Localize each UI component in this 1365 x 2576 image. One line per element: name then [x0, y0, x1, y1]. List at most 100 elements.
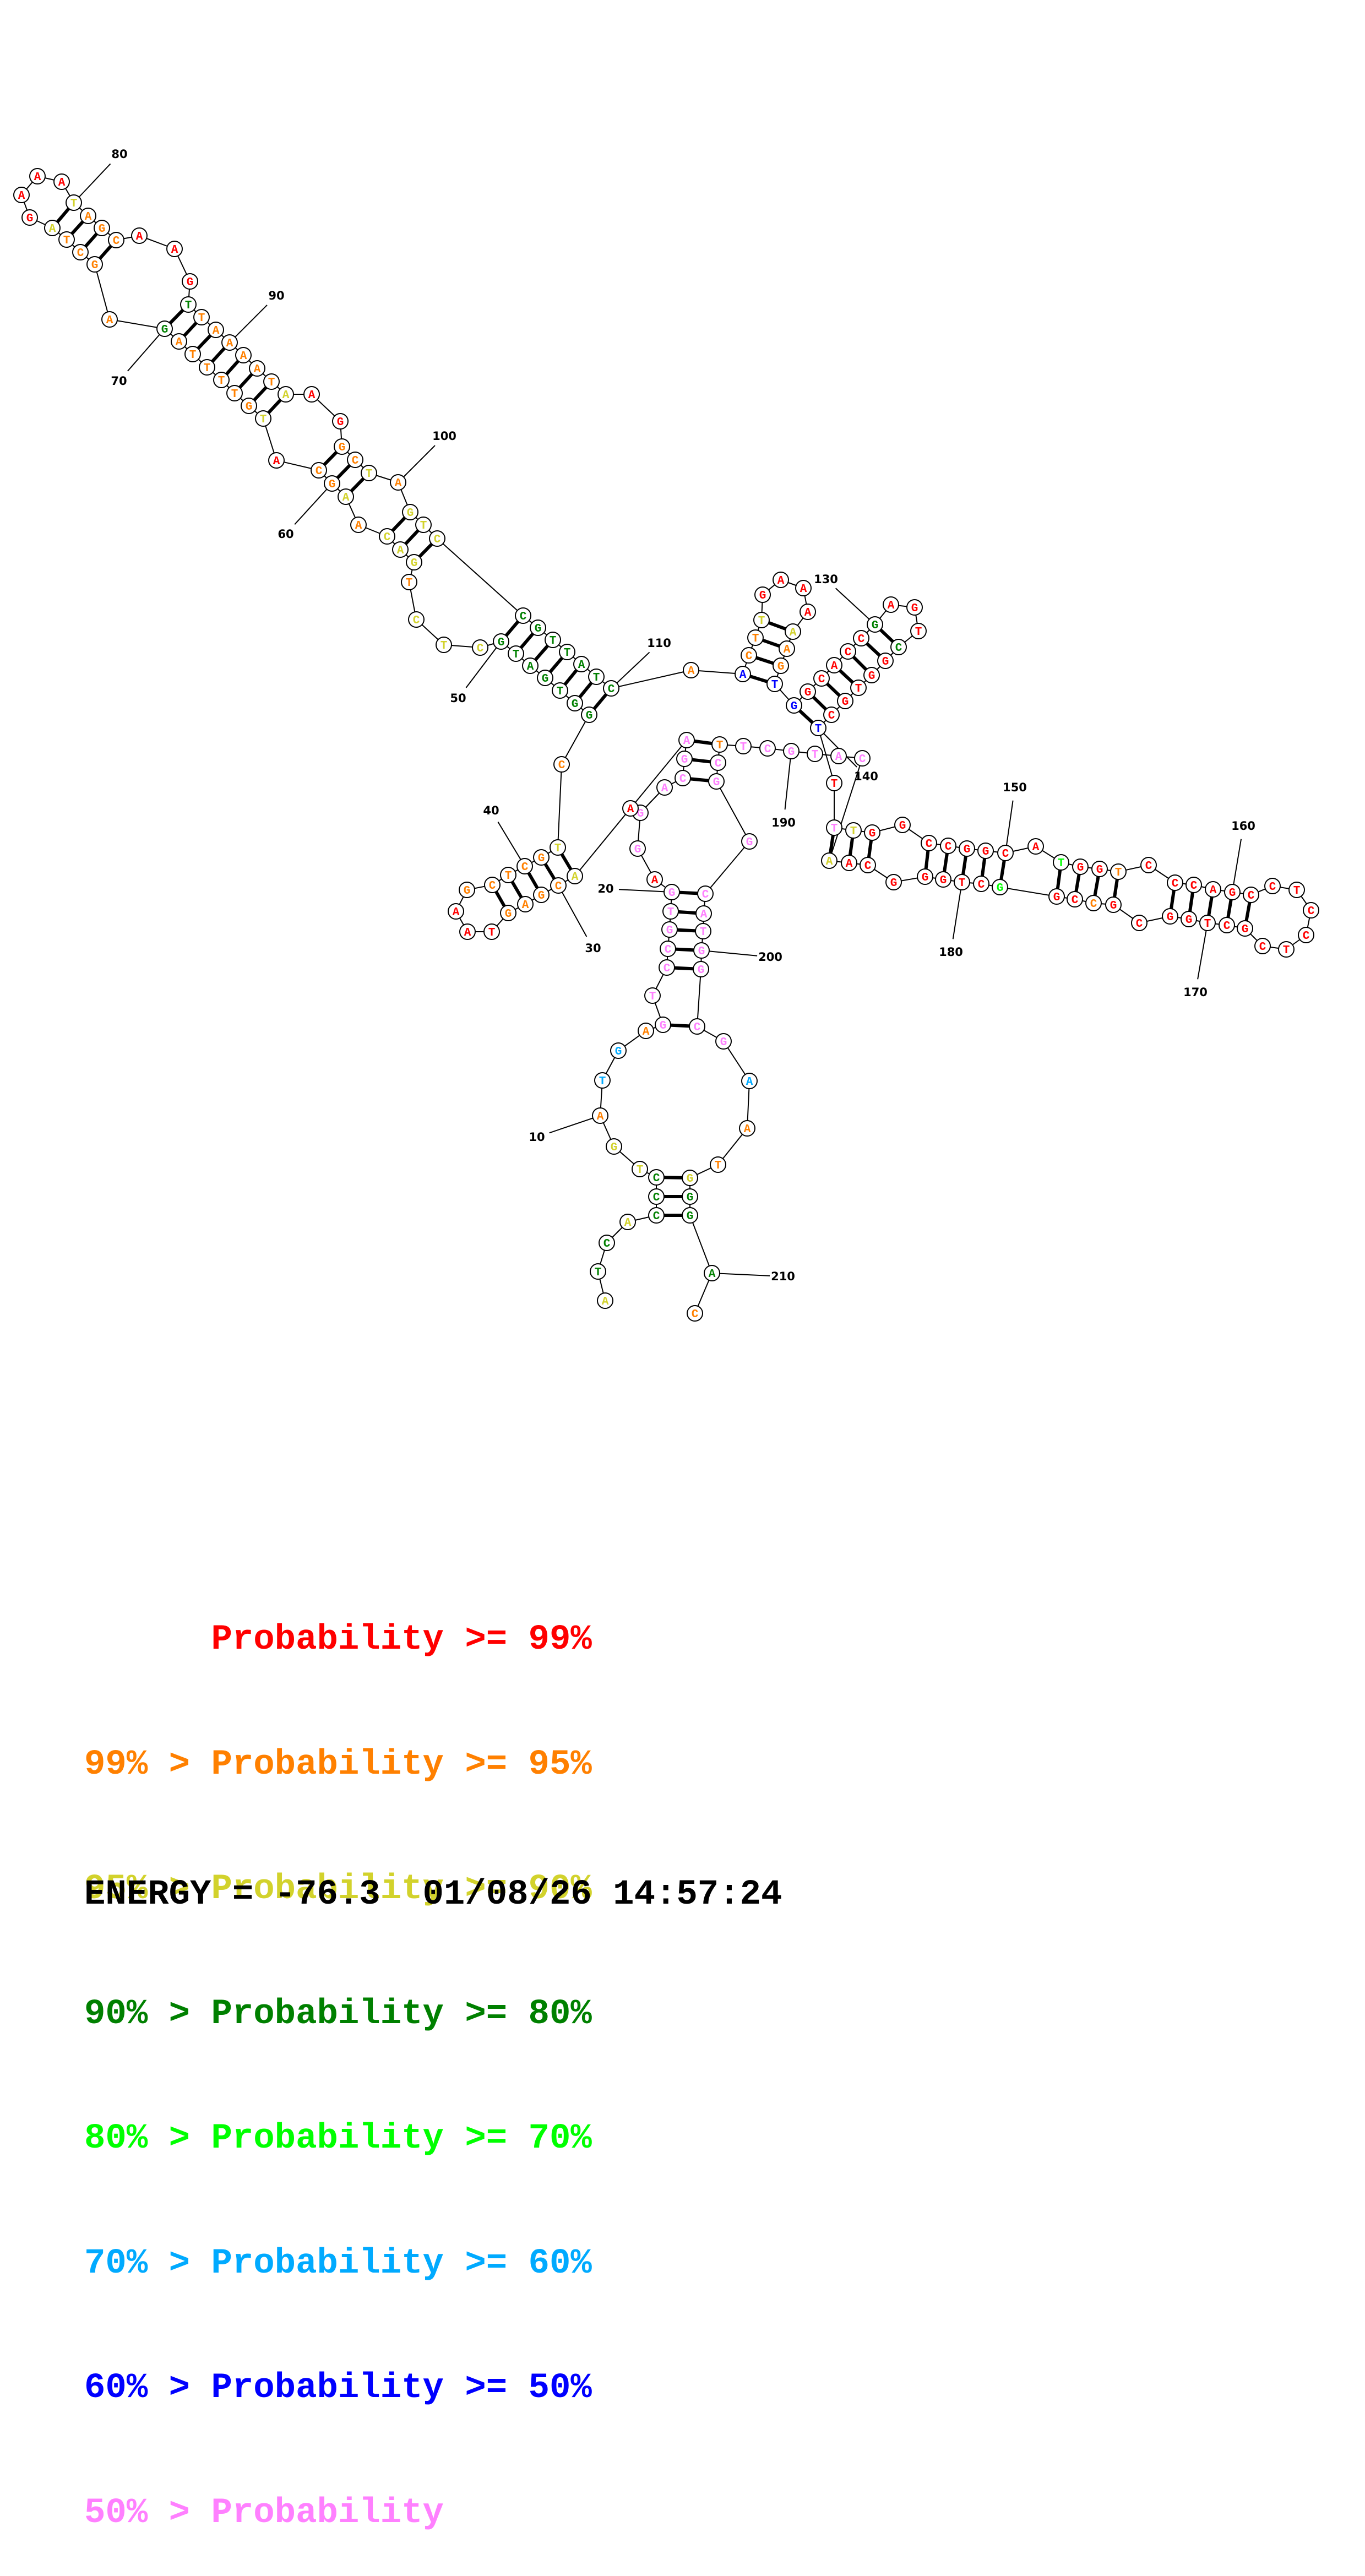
nucleotide-circle — [675, 770, 691, 786]
nucleotide-letter: A — [308, 389, 316, 402]
nucleotide-89: A — [208, 322, 224, 338]
nucleotide-letter: G — [687, 1210, 694, 1223]
nucleotide-circle — [708, 773, 725, 790]
nucleotide-letter: A — [888, 600, 895, 612]
nucleotide-circle — [807, 746, 823, 762]
nucleotide-circle — [180, 296, 197, 313]
position-label: 50 — [450, 692, 466, 705]
nucleotide-118: A — [795, 580, 812, 596]
nucleotide-circle — [800, 683, 816, 700]
nucleotide-letter: T — [850, 825, 857, 838]
nucleotide-letter: G — [99, 223, 106, 236]
nucleotide-53: C — [408, 611, 425, 628]
nucleotide-circle — [785, 623, 801, 640]
nucleotide-208: G — [682, 1188, 698, 1205]
nucleotide-letter: C — [1308, 905, 1315, 918]
nucleotide-circle — [863, 667, 880, 683]
nucleotide-letter: A — [627, 803, 634, 816]
nucleotide-circle — [603, 680, 619, 697]
nucleotide-letter: G — [720, 1036, 727, 1049]
nucleotide-55: G — [406, 554, 422, 570]
nucleotide-circle — [533, 849, 550, 866]
nucleotide-30: C — [550, 877, 567, 894]
nucleotide-letter: G — [777, 661, 785, 673]
nucleotide-91: A — [235, 347, 252, 363]
nucleotide-letter: G — [698, 945, 705, 958]
nucleotide-letter: T — [260, 414, 267, 426]
nucleotide-letter: G — [698, 964, 705, 977]
position-label: 140 — [854, 770, 878, 783]
nucleotide-187: C — [854, 750, 871, 767]
nucleotide-circle — [550, 877, 567, 894]
nucleotide-154: G — [1091, 861, 1108, 877]
nucleotide-circle — [619, 1214, 636, 1230]
nucleotide-letter: G — [759, 590, 766, 602]
nucleotide-letter: G — [713, 776, 720, 789]
nucleotide-letter: C — [864, 860, 872, 873]
nucleotide-106: T — [545, 632, 561, 648]
nucleotide-206: T — [710, 1156, 726, 1173]
nucleotide-letter: T — [268, 377, 275, 389]
nucleotide-2: T — [590, 1263, 606, 1280]
nucleotide-circle — [786, 697, 802, 714]
nucleotide-letter: T — [564, 647, 571, 660]
nucleotide-letter: T — [1293, 885, 1301, 898]
backbone-link — [829, 758, 863, 861]
nucleotide-196: G — [741, 833, 758, 850]
nucleotide-circle — [522, 657, 539, 674]
nucleotide-letter: A — [49, 223, 56, 236]
nucleotide-letter: A — [85, 211, 92, 224]
nucleotide-122: G — [773, 657, 789, 674]
nucleotide-63: T — [255, 410, 271, 427]
nucleotide-letter: A — [777, 575, 785, 588]
nucleotide-letter: C — [608, 683, 615, 696]
nucleotide-158: C — [1185, 877, 1202, 893]
nucleotide-207: G — [682, 1170, 698, 1186]
nucleotide-83: C — [108, 232, 124, 248]
nucleotide-letter: A — [709, 1268, 716, 1281]
nucleotide-letter: T — [1058, 857, 1065, 870]
nucleotide-162: C — [1264, 878, 1281, 894]
position-label-line — [558, 885, 588, 937]
nucleotide-letter: T — [550, 635, 557, 648]
nucleotide-letter: G — [788, 746, 795, 759]
nucleotide-letter: C — [1002, 848, 1009, 861]
nucleotide-86: G — [182, 273, 198, 290]
nucleotide-letter: A — [273, 455, 280, 468]
nucleotide-letter: G — [615, 1046, 622, 1058]
nucleotide-letter: T — [1283, 944, 1290, 957]
nucleotide-letter: G — [1096, 864, 1103, 877]
nucleotide-letter: A — [784, 644, 791, 656]
nucleotide-114: T — [747, 629, 764, 646]
nucleotide-letter: T — [667, 906, 675, 919]
nucleotide-circle — [1243, 887, 1259, 903]
nucleotide-circle — [821, 852, 838, 869]
nucleotide-letter: A — [835, 751, 842, 764]
nucleotide-circle — [840, 643, 856, 660]
nucleotide-letter: A — [826, 856, 833, 868]
nucleotide-circle — [1254, 938, 1271, 954]
nucleotide-circle — [131, 227, 148, 244]
nucleotide-circle — [347, 452, 363, 468]
nucleotide-circle — [826, 657, 842, 673]
nucleotide-circle — [429, 530, 445, 547]
position-label-line — [711, 1273, 770, 1276]
nucleotide-116: G — [754, 586, 771, 603]
nucleotide-27: A — [678, 732, 695, 748]
nucleotide-85: A — [166, 241, 183, 257]
nucleotide-letter: C — [521, 861, 529, 874]
nucleotide-letter: C — [858, 633, 865, 646]
nucleotide-134: C — [890, 639, 907, 655]
position-label-line — [73, 163, 111, 203]
nucleotide-166: T — [1278, 941, 1295, 958]
nucleotide-97: G — [334, 438, 350, 455]
nucleotide-letter: G — [1110, 900, 1117, 912]
nucleotide-128: C — [840, 643, 856, 660]
nucleotide-20: G — [664, 884, 680, 900]
nucleotide-184: C — [860, 857, 876, 873]
nucleotide-circle — [1181, 911, 1197, 927]
nucleotide-letter: G — [187, 276, 194, 289]
nucleotide-circle — [638, 1023, 654, 1039]
nucleotide-circle — [1303, 902, 1319, 919]
nucleotide-letter: A — [58, 177, 66, 189]
